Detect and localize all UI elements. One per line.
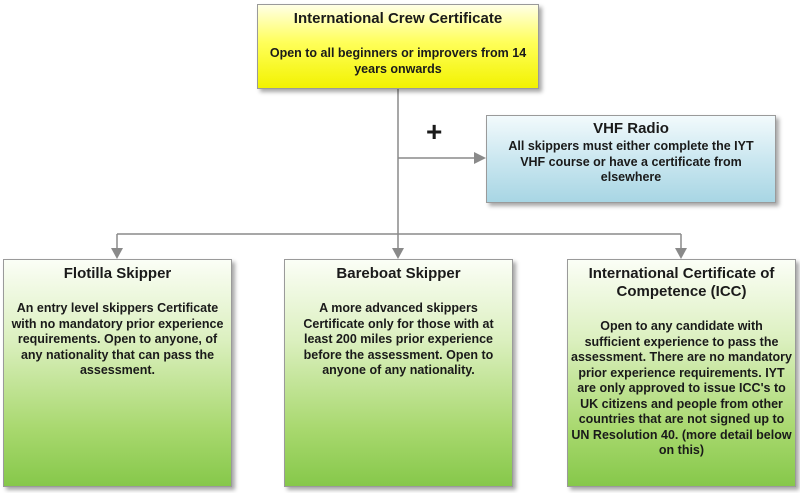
icc-title: International Certificate of Competence …: [588, 265, 775, 300]
vhf-radio-description: All skippers must either complete the IY…: [508, 139, 754, 184]
crew-certificate-description: Open to all beginners or improvers from …: [269, 46, 527, 76]
plus-icon: +: [426, 116, 443, 147]
arrowhead-bareboat: [392, 248, 404, 259]
international-crew-certificate-box: International Crew Certificate Open to a…: [257, 4, 539, 89]
flotilla-skipper-title: Flotilla Skipper: [63, 265, 172, 282]
bareboat-skipper-description: A more advanced skippers Certificate onl…: [303, 301, 494, 377]
arrowhead-icc: [675, 248, 687, 259]
crew-certificate-title: International Crew Certificate: [293, 10, 503, 27]
arrowhead-flotilla: [111, 248, 123, 259]
bareboat-skipper-title: Bareboat Skipper: [336, 265, 461, 282]
vhf-radio-box: VHF Radio All skippers must either compl…: [486, 115, 776, 203]
flotilla-skipper-box: Flotilla Skipper An entry level skippers…: [3, 259, 232, 487]
icc-box: International Certificate of Competence …: [567, 259, 796, 487]
vhf-radio-title: VHF Radio: [593, 120, 669, 137]
arrowhead-vhf: [474, 152, 486, 164]
icc-description: Open to any candidate with sufficient ex…: [571, 319, 792, 457]
flotilla-skipper-description: An entry level skippers Certificate with…: [11, 301, 224, 377]
bareboat-skipper-box: Bareboat Skipper A more advanced skipper…: [284, 259, 513, 487]
